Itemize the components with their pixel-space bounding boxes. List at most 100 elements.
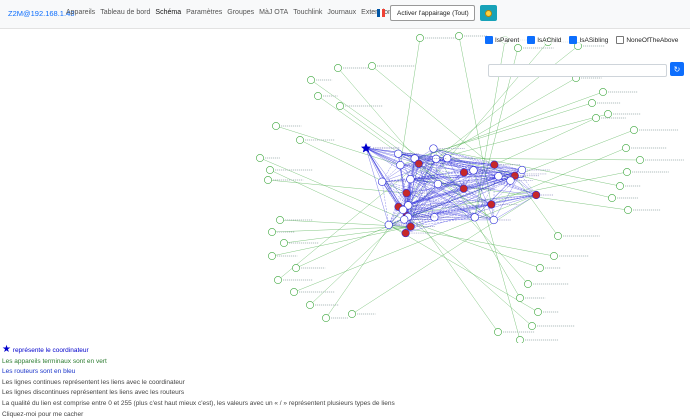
nav-item-ota[interactable]: MàJ OTA [259, 9, 288, 16]
router-node [403, 189, 411, 197]
top-navbar: Z2M@192.168.1.43 Appareils Tableau de bo… [0, 0, 690, 29]
refresh-icon: ↻ [674, 65, 681, 74]
permit-join-button[interactable] [480, 5, 497, 21]
router-link [382, 182, 389, 225]
map-legend[interactable]: ★ représente le coordinateur Les apparei… [2, 345, 395, 420]
router-node [495, 172, 503, 180]
filter-label: IsParent [495, 37, 519, 44]
router-node [400, 216, 408, 224]
filter-isasibling[interactable]: IsASibling [569, 36, 608, 44]
sun-icon [485, 10, 492, 17]
nav-item-groups[interactable]: Groupes [227, 9, 254, 16]
legend-routers: Les routeurs sont en bleu [2, 367, 395, 378]
permit-join-dropdown[interactable]: Activer l'appairage (Tout) [390, 5, 475, 21]
end-device-node [274, 276, 281, 283]
device-filter-input[interactable] [488, 64, 667, 77]
router-node [460, 169, 468, 177]
coordinator-star-icon [361, 143, 371, 153]
checkbox[interactable] [616, 36, 624, 44]
end-device-node [336, 102, 343, 109]
end-device-node [276, 216, 283, 223]
filter-isachild[interactable]: IsAChild [527, 36, 561, 44]
nav-item-dashboard[interactable]: Tableau de bord [100, 9, 150, 16]
end-device-node [264, 176, 271, 183]
end-device-node [516, 336, 523, 343]
end-device-link [389, 225, 538, 312]
end-device-node [455, 32, 462, 39]
end-device-node [616, 182, 623, 189]
router-node [378, 178, 386, 186]
french-flag-icon[interactable] [377, 9, 385, 17]
end-device-node [280, 239, 287, 246]
router-node [491, 161, 499, 169]
end-device-node [622, 144, 629, 151]
nav-item-devices[interactable]: Appareils [66, 9, 95, 16]
end-device-node [272, 122, 279, 129]
end-device-node [636, 156, 643, 163]
end-device-node [630, 126, 637, 133]
router-node [402, 229, 410, 237]
filter-noneoftheabove[interactable]: NoneOfTheAbove [616, 36, 678, 44]
filter-label: IsASibling [579, 37, 608, 44]
end-device-link [515, 176, 558, 236]
end-device-node [268, 228, 275, 235]
link-type-filters: IsParent IsAChild IsASibling NoneOfTheAb… [485, 36, 678, 44]
router-node [407, 223, 415, 231]
end-device-node [416, 34, 423, 41]
end-device-link [447, 158, 640, 160]
nav-item-touchlink[interactable]: Touchlink [293, 9, 322, 16]
end-device-link [494, 118, 596, 165]
nav-item-logs[interactable]: Journaux [327, 9, 356, 16]
legend-coordinator-text: représente le coordinateur [13, 347, 89, 354]
end-device-link [400, 38, 420, 165]
checkbox[interactable] [527, 36, 535, 44]
router-node [399, 206, 407, 214]
refresh-button[interactable]: ↻ [670, 62, 684, 76]
legend-dashed-lines: Les lignes discontinues représentent les… [2, 388, 395, 399]
end-device-node [314, 92, 321, 99]
end-device-node [599, 88, 606, 95]
end-device-node [592, 114, 599, 121]
end-device-node [554, 232, 561, 239]
star-icon: ★ [2, 344, 11, 355]
end-device-node [604, 110, 611, 117]
filter-isparent[interactable]: IsParent [485, 36, 519, 44]
end-device-node [268, 252, 275, 259]
end-device-node [256, 154, 263, 161]
end-device-link [300, 140, 407, 193]
end-device-node [534, 308, 541, 315]
end-device-link [474, 170, 520, 340]
legend-end-devices: Les appareils terminaux sont en vert [2, 357, 395, 368]
end-device-node [296, 136, 303, 143]
router-node [397, 161, 405, 169]
end-device-node [536, 264, 543, 271]
legend-coordinator: ★ représente le coordinateur [2, 345, 395, 357]
router-node [470, 167, 478, 175]
end-device-node [368, 62, 375, 69]
checkbox[interactable] [569, 36, 577, 44]
router-node [443, 154, 451, 162]
nav-menu: Appareils Tableau de bord Schéma Paramèt… [66, 9, 395, 16]
end-device-node [348, 310, 355, 317]
router-node [518, 166, 526, 174]
end-device-node [550, 252, 557, 259]
nav-item-map[interactable]: Schéma [155, 9, 181, 16]
permit-join-label: Activer l'appairage (Tout) [397, 10, 469, 17]
end-device-link [404, 219, 540, 268]
end-device-node [307, 76, 314, 83]
router-node [460, 185, 468, 193]
router-node [415, 160, 423, 168]
end-device-node [322, 314, 329, 321]
router-node [507, 177, 515, 185]
router-node [385, 221, 393, 229]
router-node [394, 150, 402, 158]
end-device-node [266, 166, 273, 173]
end-device-link [436, 78, 576, 159]
end-device-node [608, 194, 615, 201]
filter-label: NoneOfTheAbove [626, 37, 678, 44]
nav-item-settings[interactable]: Paramètres [186, 9, 222, 16]
brand-link[interactable]: Z2M@192.168.1.43 [8, 9, 74, 18]
end-device-node [623, 168, 630, 175]
router-node [488, 201, 496, 209]
checkbox[interactable] [485, 36, 493, 44]
